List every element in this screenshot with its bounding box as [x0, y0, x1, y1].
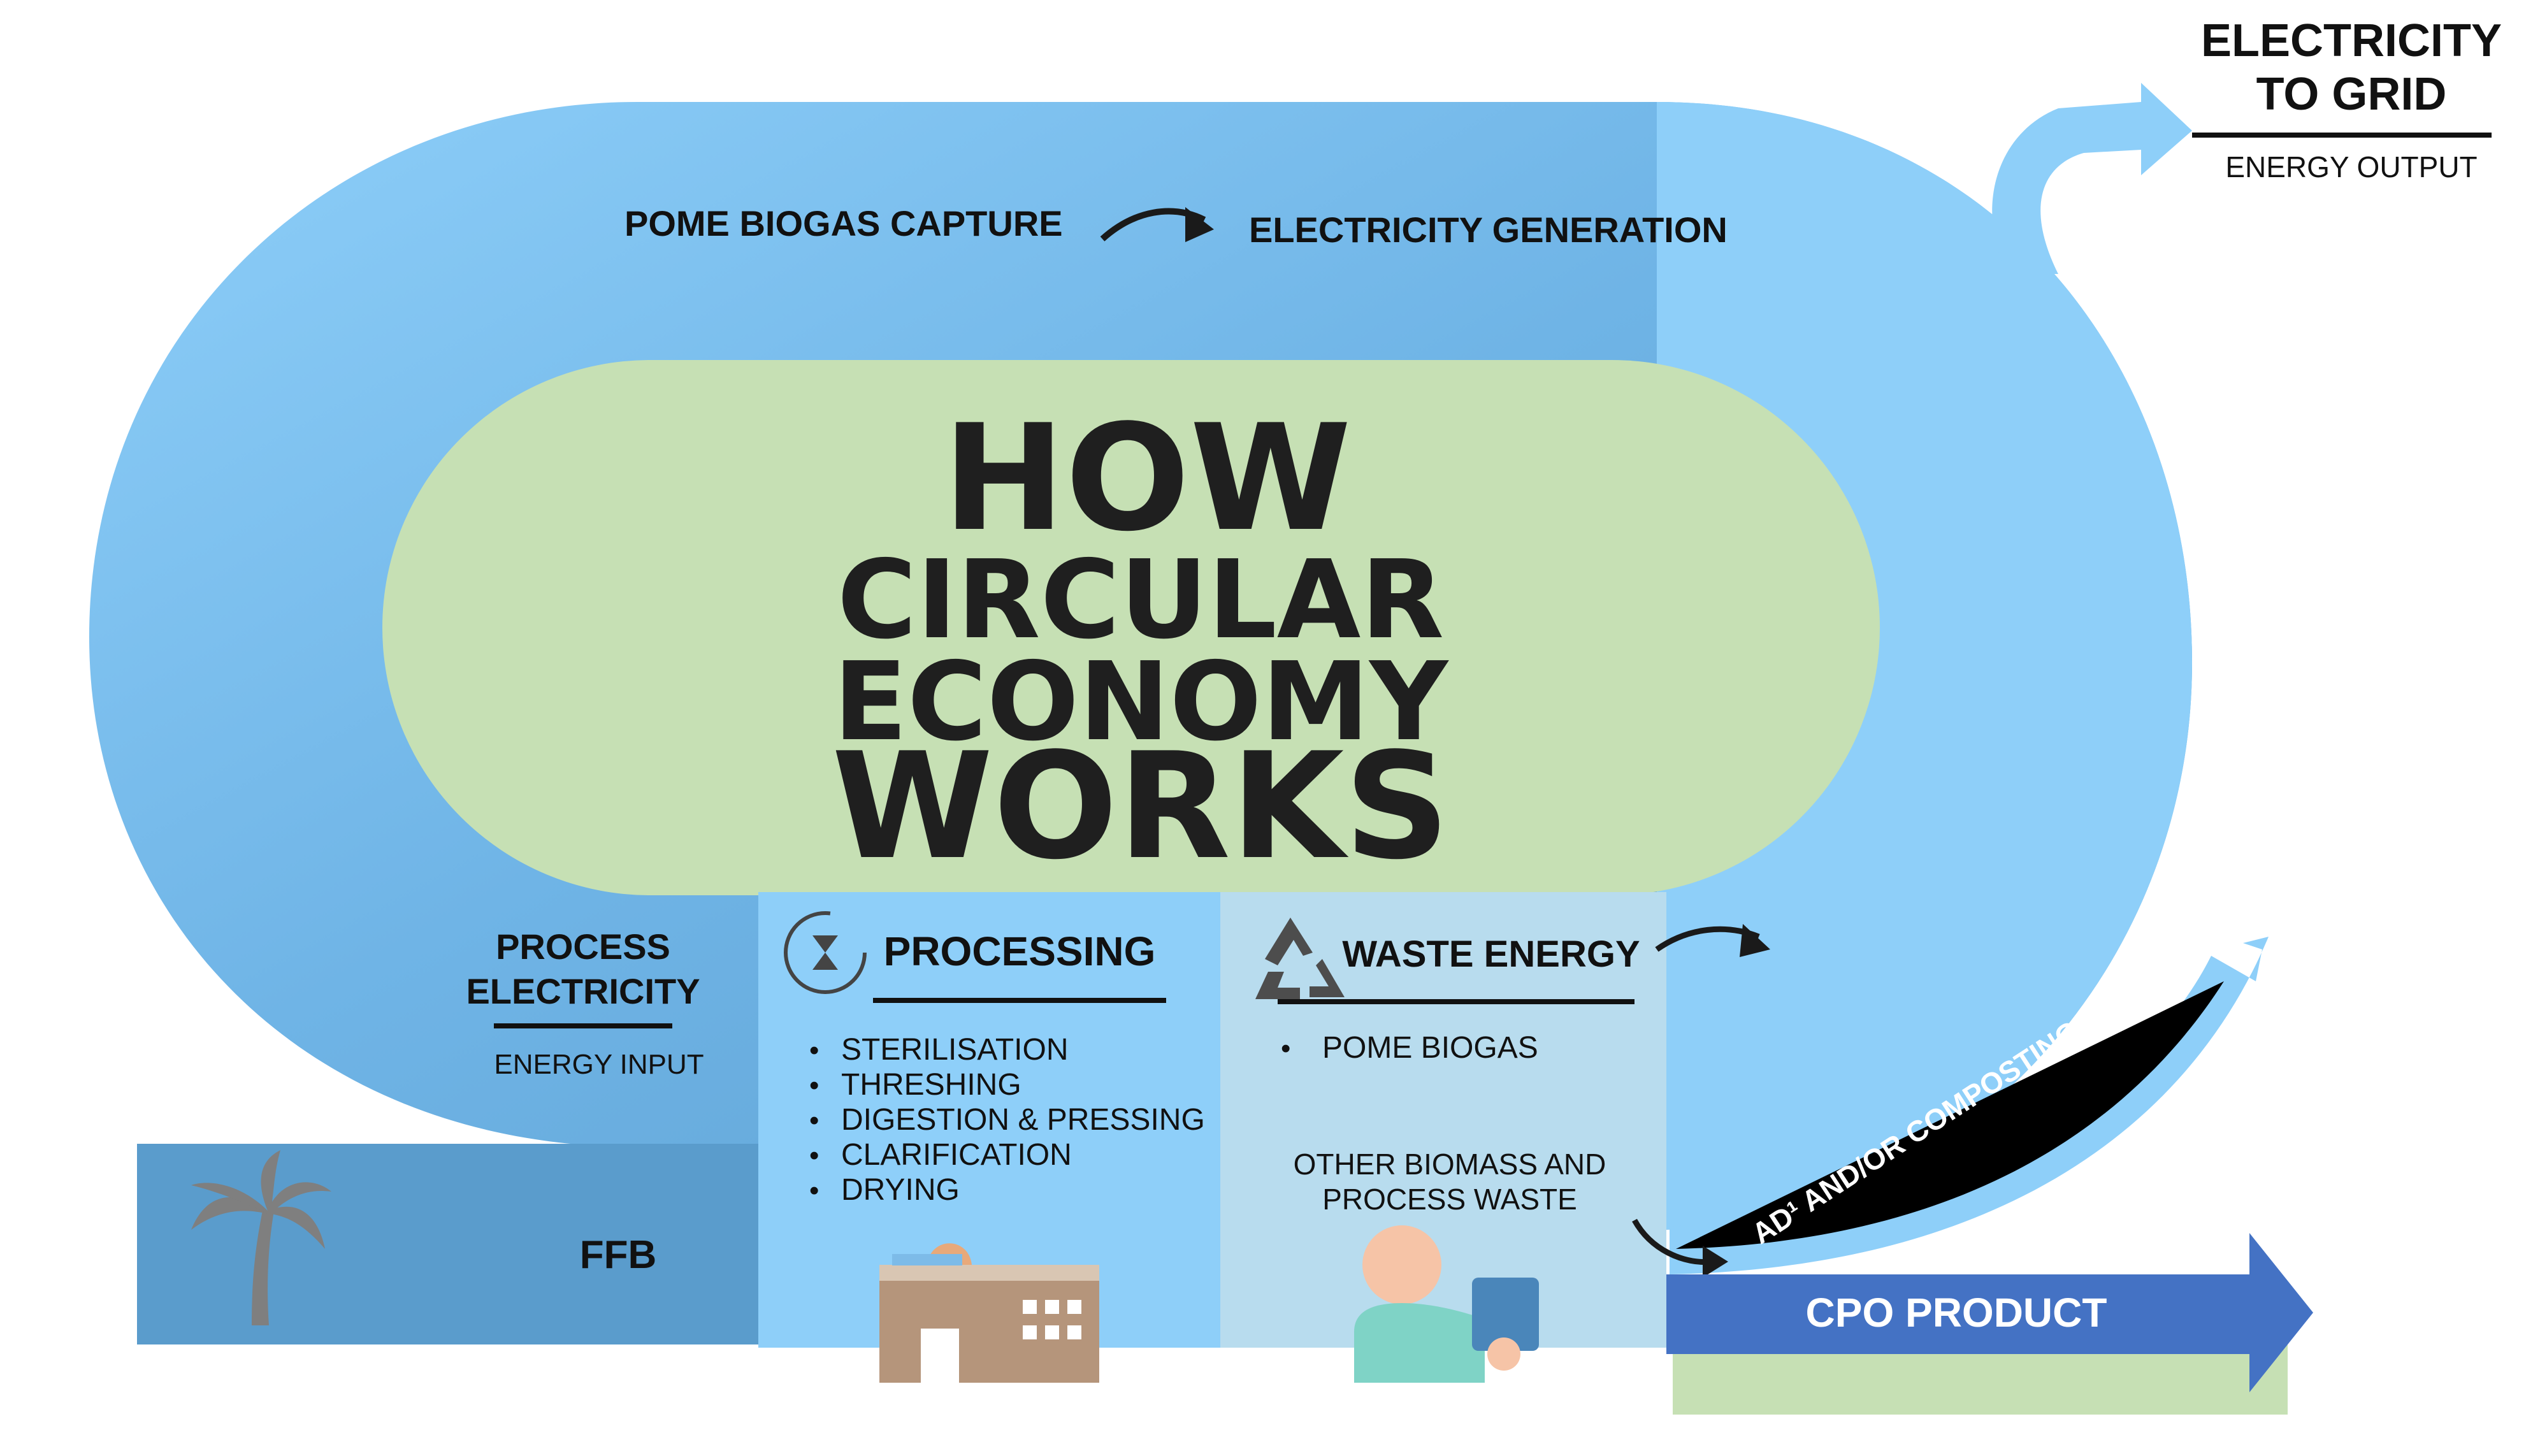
top-arrow-icon [1100, 207, 1214, 242]
waste-other-line-1: OTHER BIOMASS AND [1294, 1148, 1606, 1181]
svg-text:•: • [809, 1070, 819, 1101]
svg-text:•: • [809, 1175, 819, 1206]
input-column: PROCESS ELECTRICITY ENERGY INPUT FFB [466, 926, 704, 1277]
factory-icon [879, 1243, 1099, 1383]
svg-text:•: • [809, 1035, 819, 1066]
input-title-line-1: PROCESS [496, 926, 670, 967]
waste-other-line-2: PROCESS WASTE [1322, 1183, 1577, 1216]
output-sub: ENERGY OUTPUT [2225, 150, 2477, 184]
svg-text:•: • [809, 1140, 819, 1171]
processing-heading: PROCESSING [884, 928, 1156, 974]
output-title-line-1: ELECTRICITY [2201, 15, 2502, 66]
processing-step: DRYING [841, 1173, 960, 1207]
input-title-line-2: ELECTRICITY [466, 971, 700, 1011]
input-sub: ENERGY INPUT [494, 1049, 704, 1080]
waste-heading: WASTE ENERGY [1342, 933, 1640, 975]
recycle-icon [1255, 918, 1345, 999]
title-line-3: ECONOMY [833, 639, 1449, 765]
title-line-2: CIRCULAR [837, 537, 1445, 663]
step-electricity-generation: ELECTRICITY GENERATION [1249, 210, 1728, 250]
waste-to-loop-arrow-icon [1655, 924, 1770, 957]
waste-item: POME BIOGAS [1322, 1031, 1538, 1065]
worker-icon [1354, 1225, 1539, 1383]
waste-to-compost-arrow-icon [1632, 1218, 1728, 1278]
output-block: ELECTRICITY TO GRID ENERGY OUTPUT [2192, 15, 2502, 184]
step-biogas-capture: POME BIOGAS CAPTURE [624, 203, 1063, 243]
title-line-1: HOW [942, 394, 1352, 564]
output-title-line-2: TO GRID [2256, 69, 2447, 120]
svg-text:•: • [809, 1105, 819, 1136]
main-title: HOW CIRCULAR ECONOMY WORKS [832, 394, 1450, 892]
waste-panel [1220, 892, 1666, 1348]
processing-steps: • STERILISATION • THRESHING • DIGESTION … [809, 1033, 1205, 1207]
hourglass-timer-icon [784, 911, 867, 994]
palm-tree-icon [191, 1150, 331, 1325]
product-label: CPO PRODUCT [1806, 1290, 2107, 1336]
ffb-label: FFB [580, 1233, 657, 1277]
svg-text:•: • [1281, 1033, 1290, 1064]
processing-step: THRESHING [841, 1068, 1021, 1102]
center-pill [382, 360, 1880, 895]
product-arrow [1666, 1233, 2313, 1392]
processing-step: STERILISATION [841, 1033, 1069, 1067]
processing-step: DIGESTION & PRESSING [841, 1103, 1205, 1137]
title-line-4: WORKS [832, 722, 1450, 892]
processing-step: CLARIFICATION [841, 1138, 1072, 1172]
